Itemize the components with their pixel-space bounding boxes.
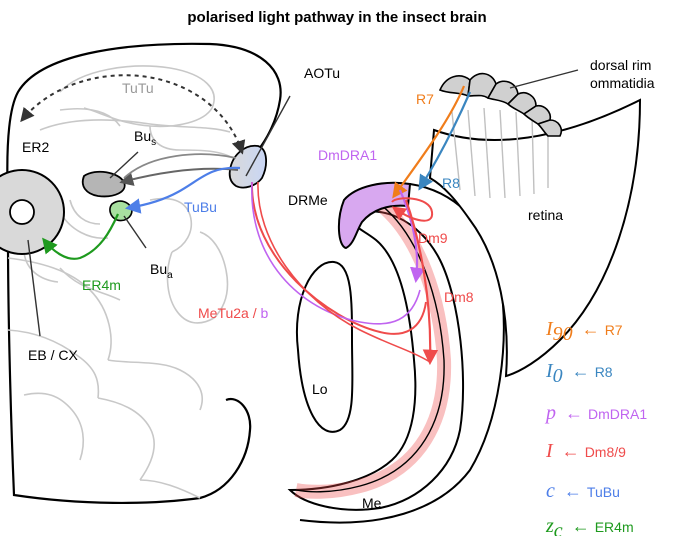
bua-label: Bua [150, 261, 173, 281]
legend-label: ER4m [595, 519, 634, 535]
legend-label: Dm8/9 [585, 444, 626, 460]
legend-arrow: ← [557, 441, 585, 461]
legend-label: TuBu [587, 484, 620, 500]
bua-region [110, 201, 132, 220]
legend-label: R8 [595, 364, 613, 380]
tutu-label: TuTu [122, 80, 154, 96]
legend-item-r7: I90 ← R7 [545, 318, 623, 345]
metu-label: MeTu2a / b [198, 305, 269, 321]
legend-label: DmDRA1 [588, 406, 647, 422]
dm9-label: Dm9 [418, 230, 448, 246]
retina-label: retina [528, 207, 563, 223]
brain-neuropil-outlines [8, 66, 236, 498]
legend-item-tubu: c ← TuBu [546, 480, 620, 502]
tubu-label: TuBu [184, 199, 217, 215]
drme-label: DRMe [288, 192, 328, 208]
dmdra1-label: DmDRA1 [318, 147, 377, 163]
aotu-label: AOTu [304, 65, 340, 81]
me-label: Me [362, 495, 382, 511]
eb-inner-ring [10, 200, 34, 224]
dm8-label: Dm8 [444, 289, 474, 305]
legend-item-er4m: zc ← ER4m [545, 515, 634, 536]
er4m-label: ER4m [82, 277, 121, 293]
legend-arrow: ← [560, 403, 588, 423]
legend-symbol-subscript: 0 [553, 365, 563, 387]
legend-symbol: z [545, 515, 554, 536]
region-pointer-lines [28, 96, 290, 336]
eb-cx-label: EB / CX [28, 347, 78, 363]
legend-label: R7 [605, 322, 623, 338]
diagram-title: polarised light pathway in the insect br… [187, 9, 486, 26]
aotu-to-bus-pathway [122, 169, 238, 182]
legend-symbol: c [546, 480, 555, 502]
lo-label: Lo [312, 381, 328, 397]
er2-label: ER2 [22, 139, 49, 155]
r8-label: R8 [442, 175, 460, 191]
bus-label: Bus [134, 128, 156, 148]
central-brain-outline [7, 44, 280, 503]
r7-label: R7 [416, 91, 434, 107]
aotu-region [230, 146, 266, 188]
aotu-to-bus-pathway-2 [124, 154, 236, 178]
legend-symbol-subscript: c [554, 520, 563, 536]
legend-symbol: p [544, 402, 556, 424]
legend-item-dmdra1: p ← DmDRA1 [544, 402, 647, 424]
legend-symbol-subscript: 90 [553, 323, 573, 345]
legend-item-dm8-9: I ← Dm8/9 [545, 440, 626, 462]
legend-arrow: ← [559, 481, 587, 501]
legend-symbol: I [545, 440, 554, 462]
dorsal-rim-label-line2: ommatidia [590, 75, 655, 91]
legend-arrow: ← [577, 319, 605, 339]
legend-arrow: ← [567, 361, 595, 381]
legend-arrow: ← [567, 516, 595, 536]
bus-region [83, 172, 125, 197]
dorsal-rim-label-line1: dorsal rim [590, 57, 651, 73]
lobula-region [297, 262, 353, 432]
legend-item-r8: I0 ← R8 [545, 360, 613, 387]
dorsal-rim-pointer [510, 70, 578, 88]
